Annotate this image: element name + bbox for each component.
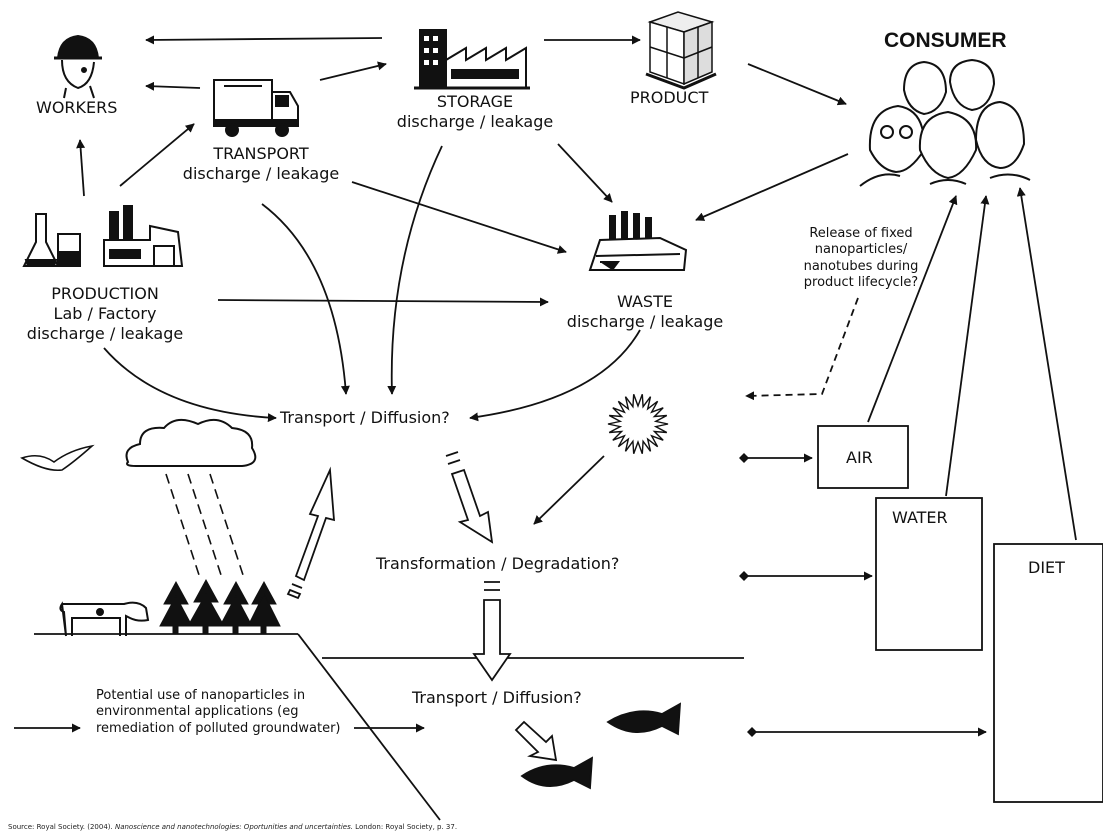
storage-sub: discharge / leakage xyxy=(396,112,554,131)
consumer-label: CONSUMER xyxy=(884,29,1007,52)
consumer-people-icon xyxy=(859,58,1031,187)
fish-icon-1 xyxy=(606,702,682,736)
air-label: AIR xyxy=(846,448,873,467)
product-label: PRODUCT xyxy=(630,88,709,107)
hollow-arrows xyxy=(286,451,558,762)
air-box xyxy=(817,425,909,489)
production-line2: Lab / Factory xyxy=(53,304,157,323)
storage-label: STORAGE discharge / leakage xyxy=(390,92,560,132)
cloud-icon xyxy=(125,418,257,467)
diet-label: DIET xyxy=(1028,558,1065,577)
waste-title: WASTE xyxy=(617,292,673,311)
water-box xyxy=(875,497,983,651)
waste-plant-icon xyxy=(588,211,688,271)
water-label: WATER xyxy=(892,508,948,527)
waste-label: WASTE discharge / leakage xyxy=(560,292,730,332)
release-line4: product lifecycle? xyxy=(803,274,919,290)
ground-lines xyxy=(34,633,744,821)
source-suffix: London: Royal Society, p. 37. xyxy=(352,823,458,831)
transport-diffusion-top: Transport / Diffusion? xyxy=(280,408,450,427)
sun-icon xyxy=(607,394,669,454)
worker-icon xyxy=(54,34,102,99)
production-label: PRODUCTION Lab / Factory discharge / lea… xyxy=(22,284,188,344)
source-title: Nanoscience and nanotechnologies: Oportu… xyxy=(114,823,353,831)
trees-icon xyxy=(159,578,281,635)
potential-use-note: Potential use of nanoparticles in enviro… xyxy=(96,688,341,737)
truck-icon xyxy=(213,79,299,137)
transport-sub: discharge / leakage xyxy=(182,164,340,183)
release-line2: nanoparticles/ xyxy=(814,242,908,258)
potential-line2: environmental applications (eg xyxy=(96,704,299,720)
cow-icon xyxy=(59,601,150,637)
release-line3: nanotubes during xyxy=(803,258,919,274)
release-line1: Release of fixed xyxy=(809,226,913,241)
fish-icon-2 xyxy=(520,756,594,790)
storage-title: STORAGE xyxy=(436,92,514,111)
workers-label: WORKERS xyxy=(36,98,118,117)
factory-icon xyxy=(103,205,184,267)
transformation-label: Transformation / Degradation? xyxy=(376,554,620,573)
flow-arrows xyxy=(14,35,1077,737)
bird-icon xyxy=(20,444,95,472)
transport-title: TRANSPORT xyxy=(213,144,309,163)
transport-diffusion-bottom: Transport / Diffusion? xyxy=(412,688,582,707)
potential-line1: Potential use of nanoparticles in xyxy=(96,688,306,703)
waste-sub: discharge / leakage xyxy=(566,312,724,331)
source-citation: Source: Royal Society. (2004). Nanoscien… xyxy=(8,823,457,831)
diet-box xyxy=(993,543,1103,803)
source-prefix: Source: Royal Society. (2004). xyxy=(8,823,115,831)
transport-label: TRANSPORT discharge / leakage xyxy=(176,144,346,184)
potential-line3: remediation of polluted groundwater) xyxy=(96,720,341,736)
production-line3: discharge / leakage xyxy=(26,324,184,343)
release-note: Release of fixed nanoparticles/ nanotube… xyxy=(796,226,926,291)
rain-lines xyxy=(165,473,245,579)
storage-factory-icon xyxy=(414,29,530,90)
lab-flask-icon xyxy=(22,213,81,267)
product-boxes-icon xyxy=(645,11,717,90)
production-line1: PRODUCTION xyxy=(51,284,159,303)
